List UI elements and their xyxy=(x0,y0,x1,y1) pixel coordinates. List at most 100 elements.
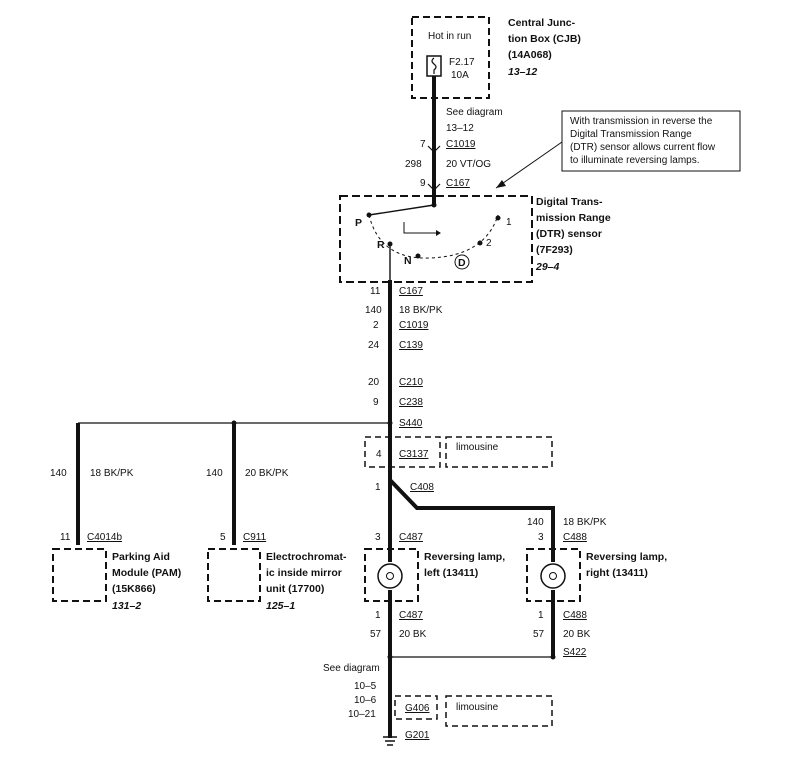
cjb-ref: 13–12 xyxy=(508,66,537,78)
dtr-drive-circle xyxy=(454,254,470,270)
dtr-name-line-3: (DTR) sensor xyxy=(536,228,602,240)
see-diagram-label: See diagram xyxy=(446,107,503,118)
left-lamp-name-line-2: left (13411) xyxy=(424,567,478,579)
limousine-box-2 xyxy=(445,695,553,727)
cjb-name-line-1: Central Junc- xyxy=(508,17,576,29)
right-lamp-pin-bottom: 1 xyxy=(538,610,544,621)
c3137-connector: C3137 xyxy=(399,449,429,460)
fuse-rating: 10A xyxy=(451,70,469,81)
ground-g406: G406 xyxy=(405,703,430,714)
circuit-140-main: 140 xyxy=(365,305,382,316)
callout-line-1: With transmission in reverse the xyxy=(570,116,713,127)
right-lamp-bulb-icon xyxy=(540,563,566,589)
dtr-pos-p: P xyxy=(355,217,362,229)
pam-pin: 11 xyxy=(60,532,71,543)
right-ground-circuit: 57 xyxy=(533,629,545,640)
c1019-pin: 7 xyxy=(420,139,426,150)
mirror-connector: C911 xyxy=(243,532,267,543)
right-lamp-filament-icon xyxy=(549,572,557,580)
left-lamp-name-line-1: Reversing lamp, xyxy=(424,551,505,563)
left-lamp-filament-icon xyxy=(386,572,394,580)
connector-chevron xyxy=(427,145,441,153)
left-ground-color: 20 BK xyxy=(399,629,427,640)
limousine-label-1: limousine xyxy=(456,442,499,453)
dtr-pos-1: 1 xyxy=(506,217,512,228)
right-lamp-color-top: 18 BK/PK xyxy=(563,517,607,528)
mirror-circuit: 140 xyxy=(206,468,223,479)
mirror-ref: 125–1 xyxy=(266,600,295,612)
ground-ref-2: 10–6 xyxy=(354,695,377,706)
callout-arrowhead-icon xyxy=(496,180,506,188)
dtr-box xyxy=(339,195,533,283)
c167-pin-top: 9 xyxy=(420,178,426,189)
fuse-element-icon xyxy=(431,57,437,74)
ground-ref-3: 10–21 xyxy=(348,709,376,720)
mirror-name-line-1: Electrochromat- xyxy=(266,551,347,563)
mirror-name-line-3: unit (17700) xyxy=(266,583,324,595)
g406-box xyxy=(394,695,438,720)
dtr-contact-n xyxy=(415,253,421,259)
dtr-motion-arrow xyxy=(403,222,436,234)
dtr-pos-r: R xyxy=(377,239,385,251)
pam-circuit: 140 xyxy=(50,468,67,479)
pam-wire-color: 18 BK/PK xyxy=(90,468,134,479)
splice-s422: S422 xyxy=(563,647,587,658)
c1019-pin-bottom: 2 xyxy=(373,320,379,331)
c167-pin-bottom: 11 xyxy=(370,286,381,297)
c1019-connector: C1019 xyxy=(446,139,476,150)
splice-s440: S440 xyxy=(399,418,423,429)
dtr-motion-arrowhead-icon xyxy=(436,230,441,236)
c167-connector-top: C167 xyxy=(446,178,470,189)
left-lamp-bulb-icon xyxy=(377,563,403,589)
c408-connector: C408 xyxy=(410,482,434,493)
c210-connector: C210 xyxy=(399,377,423,388)
ground-see-diagram: See diagram xyxy=(323,663,380,674)
ground-ref-1: 10–5 xyxy=(354,681,377,692)
dtr-pos-2: 2 xyxy=(486,238,492,249)
dtr-ref: 29–4 xyxy=(535,261,560,273)
limousine-box-1 xyxy=(445,436,553,468)
dtr-pos-d: D xyxy=(458,257,466,269)
connector-chevron xyxy=(427,183,441,191)
right-lamp-pin-top: 3 xyxy=(538,532,544,543)
left-lamp-pin-bottom: 1 xyxy=(375,610,381,621)
c3137-pin: 4 xyxy=(376,449,382,460)
left-lamp-connector-bottom: C487 xyxy=(399,610,423,621)
right-lamp-connector-top: C488 xyxy=(563,532,587,543)
right-lamp-circuit-top: 140 xyxy=(527,517,544,528)
callout-line-2: Digital Transmission Range xyxy=(570,129,692,140)
dtr-contact-2 xyxy=(477,240,483,246)
c3137-box xyxy=(364,436,441,468)
callout-line-4: to illuminate reversing lamps. xyxy=(570,155,700,166)
right-lamp-name-line-1: Reversing lamp, xyxy=(586,551,667,563)
pam-box xyxy=(52,548,107,602)
c210-pin: 20 xyxy=(368,377,380,388)
c1019-connector-bottom: C1019 xyxy=(399,320,429,331)
dtr-pos-n: N xyxy=(404,255,412,267)
circuit-298: 298 xyxy=(405,159,422,170)
mirror-pin: 5 xyxy=(220,532,226,543)
c238-pin: 9 xyxy=(373,397,379,408)
dtr-name-line-2: mission Range xyxy=(536,212,611,224)
mirror-name-line-2: ic inside mirror xyxy=(266,567,342,579)
splice-node-s422 xyxy=(550,654,556,660)
wire-color-vt-og: 20 VT/OG xyxy=(446,159,491,170)
limousine-label-2: limousine xyxy=(456,702,499,713)
left-lamp-connector-top: C487 xyxy=(399,532,423,543)
c408-pin: 1 xyxy=(375,482,381,493)
dtr-switch-arm xyxy=(368,204,435,216)
c139-pin: 24 xyxy=(368,340,380,351)
wire-color-main: 18 BK/PK xyxy=(399,305,443,316)
dtr-range-arc xyxy=(368,214,499,259)
c139-connector: C139 xyxy=(399,340,423,351)
dtr-contact-r xyxy=(387,241,393,247)
wire-to-right-lamp xyxy=(388,478,555,560)
dtr-name-line-4: (7F293) xyxy=(536,244,573,256)
left-ground-circuit: 57 xyxy=(370,629,382,640)
callout-leader xyxy=(495,141,563,189)
pam-ref: 131–2 xyxy=(112,600,141,612)
see-diagram-ref: 13–12 xyxy=(446,123,474,134)
fuse-id: F2.17 xyxy=(449,57,475,68)
callout-box xyxy=(561,110,741,172)
right-ground-color: 20 BK xyxy=(563,629,591,640)
